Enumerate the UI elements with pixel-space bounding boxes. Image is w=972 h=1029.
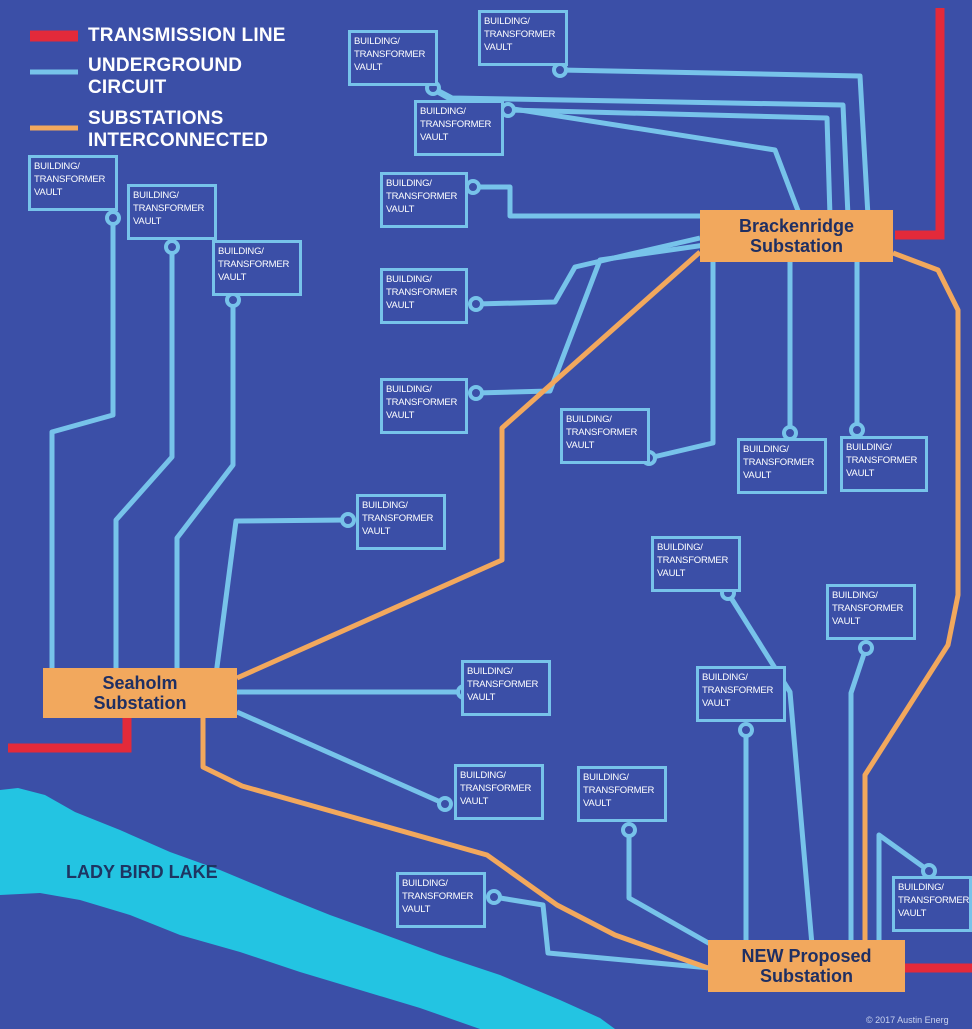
vault-6: BUILDING/ TRANSFORMER VAULT — [414, 100, 504, 156]
vault-20: BUILDING/ TRANSFORMER VAULT — [396, 872, 486, 928]
interconnect-seaholm-new — [200, 712, 709, 971]
connection-dot — [105, 210, 121, 226]
circuit-brackenridge-vault-6 — [475, 242, 706, 396]
connection-dot — [621, 822, 637, 838]
vault-4: BUILDING/ TRANSFORMER VAULT — [478, 10, 568, 66]
legend-transmission-label: TRANSMISSION LINE — [88, 25, 286, 46]
connection-dot — [465, 179, 481, 195]
vault-18: BUILDING/ TRANSFORMER VAULT — [454, 764, 544, 820]
vault-14: BUILDING/ TRANSFORMER VAULT — [651, 536, 741, 592]
legend-interconnect-label: SUBSTATIONS INTERCONNECTED — [88, 108, 269, 151]
connection-dot — [340, 512, 356, 528]
lake-label: LADY BIRD LAKE — [66, 862, 218, 882]
legend-underground-label: UNDERGROUND CIRCUIT — [88, 55, 243, 98]
vault-17: BUILDING/ TRANSFORMER VAULT — [696, 666, 786, 722]
connection-dot — [486, 889, 502, 905]
connection-dot — [849, 422, 865, 438]
connection-dot — [468, 385, 484, 401]
circuit-brackenridge-vault-4 — [473, 184, 700, 219]
circuit-seaholm-vault-2 — [113, 248, 175, 690]
circuit-new-vault-1 — [725, 591, 815, 946]
circuit-seaholm-vault-6 — [235, 709, 447, 807]
vault-16: BUILDING/ TRANSFORMER VAULT — [461, 660, 551, 716]
substation-interconnects — [30, 125, 961, 971]
interconnect-brackenridge-new — [862, 250, 961, 945]
copyright-text: © 2017 Austin Energ — [866, 1015, 949, 1025]
vault-9: BUILDING/ TRANSFORMER VAULT — [380, 378, 468, 434]
circuit-new-vault-2 — [848, 647, 869, 945]
transmission-line-brackenridge — [895, 8, 945, 240]
vault-15: BUILDING/ TRANSFORMER VAULT — [826, 584, 916, 640]
circuit-brackenridge-vault-3 — [507, 107, 833, 217]
seaholm-substation: Seaholm Substation — [43, 668, 237, 718]
circuit-new-vault-5 — [493, 894, 711, 971]
vault-1: BUILDING/ TRANSFORMER VAULT — [28, 155, 118, 211]
vault-11: BUILDING/ TRANSFORMER VAULT — [737, 438, 827, 494]
connection-dot — [468, 296, 484, 312]
circuit-brackenridge-vault-3b — [432, 87, 803, 217]
vault-3: BUILDING/ TRANSFORMER VAULT — [212, 240, 302, 296]
vault-10: BUILDING/ TRANSFORMER VAULT — [560, 408, 650, 464]
circuit-seaholm-vault-1 — [49, 218, 116, 690]
vault-2: BUILDING/ TRANSFORMER VAULT — [127, 184, 217, 240]
circuit-seaholm-vault-4 — [211, 517, 349, 691]
connection-dot — [437, 796, 453, 812]
connection-dot — [164, 239, 180, 255]
brackenridge-substation: Brackenridge Substation — [700, 210, 893, 262]
circuit-seaholm-vault-3 — [174, 300, 236, 690]
vault-8: BUILDING/ TRANSFORMER VAULT — [380, 268, 468, 324]
vault-19: BUILDING/ TRANSFORMER VAULT — [577, 766, 667, 822]
underground-circuits — [30, 67, 931, 971]
vault-13: BUILDING/ TRANSFORMER VAULT — [356, 494, 446, 550]
new-proposed-substation: NEW Proposed Substation — [708, 940, 905, 992]
lady-bird-lake — [0, 788, 615, 1029]
interconnect-seaholm-brackenridge — [235, 250, 702, 681]
vault-5: BUILDING/ TRANSFORMER VAULT — [348, 30, 438, 86]
connection-dot — [858, 640, 874, 656]
circuit-brackenridge-vault-top — [559, 67, 871, 217]
circuit-new-vault-4 — [626, 830, 714, 948]
vault-12: BUILDING/ TRANSFORMER VAULT — [840, 436, 928, 492]
connection-dot — [738, 722, 754, 738]
vault-7: BUILDING/ TRANSFORMER VAULT — [380, 172, 468, 228]
vault-21: BUILDING/ TRANSFORMER VAULT — [892, 876, 972, 932]
circuit-new-vault-6 — [876, 832, 931, 945]
circuit-brackenridge-vault-7 — [648, 262, 716, 461]
